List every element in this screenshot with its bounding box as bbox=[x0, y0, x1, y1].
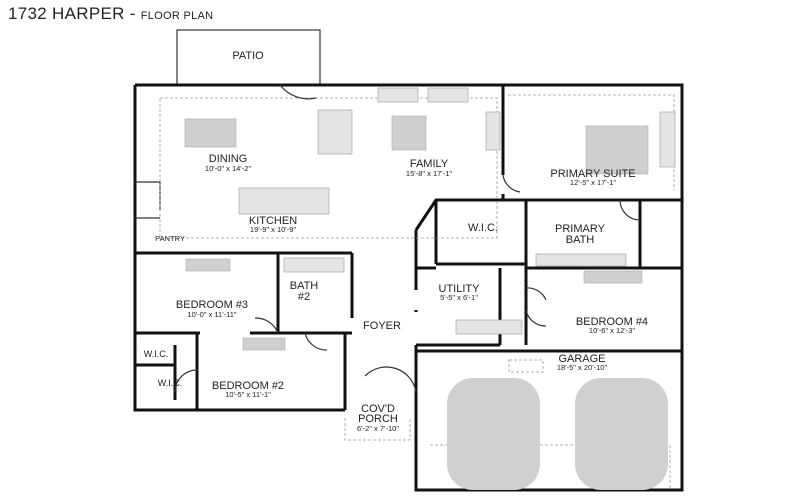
kitchen-label: KITCHEN bbox=[249, 215, 297, 227]
doors bbox=[174, 84, 641, 393]
bedroom3-dims: 10'-0" x 11'-11" bbox=[187, 310, 237, 319]
primary-bath-label: PRIMARY bbox=[555, 223, 606, 235]
porch-label: COV'D bbox=[361, 403, 395, 415]
room-labels: DINING 10'-0" x 14'-2" FAMILY 15'-8" x 1… bbox=[144, 153, 648, 433]
car-left bbox=[447, 378, 540, 490]
garage-cars bbox=[447, 378, 668, 490]
patio-area: PATIO bbox=[176, 29, 321, 86]
wic-a-label: W.I.C. bbox=[144, 349, 169, 359]
porch-label-2: PORCH bbox=[358, 413, 398, 425]
stairs-storage bbox=[455, 319, 523, 335]
dining-label: DINING bbox=[209, 153, 248, 165]
attic-access bbox=[508, 359, 544, 373]
primary-suite-label: PRIMARY SUITE bbox=[550, 168, 635, 180]
kitchen-dims: 19'-9" x 10'-9" bbox=[250, 225, 296, 234]
tv-console bbox=[485, 111, 501, 151]
bed4-headboard bbox=[583, 270, 643, 284]
car-right bbox=[575, 378, 668, 490]
bedroom3-label: BEDROOM #3 bbox=[176, 299, 248, 311]
tub bbox=[283, 257, 345, 273]
bed2-headboard bbox=[242, 337, 286, 351]
bedroom4-dims: 10'-6" x 12'-3" bbox=[589, 326, 635, 335]
bedroom4-label: BEDROOM #4 bbox=[576, 316, 648, 328]
dresser bbox=[659, 111, 676, 168]
bed-primary bbox=[585, 125, 649, 175]
foyer-label: FOYER bbox=[363, 320, 401, 332]
bath2-label: BATH bbox=[290, 280, 319, 292]
plan-title-main: 1732 HARPER - bbox=[8, 4, 136, 23]
garage-label: GARAGE bbox=[558, 353, 605, 365]
window-seat-2 bbox=[427, 87, 469, 103]
wic-primary-label: W.I.C. bbox=[468, 222, 498, 234]
utility-label: UTILITY bbox=[439, 283, 481, 295]
interior-walls bbox=[135, 85, 682, 410]
utility-dims: 5'-5" x 6'-1" bbox=[440, 293, 478, 302]
vanity bbox=[535, 253, 627, 267]
sofa bbox=[317, 109, 353, 155]
kitchen-island bbox=[238, 187, 330, 215]
pantry-label: PANTRY bbox=[155, 234, 185, 243]
garage-dims: 18'-5" x 20'-10" bbox=[557, 363, 608, 372]
wic-b-label: W.I.C. bbox=[158, 378, 183, 388]
exterior-walls bbox=[133, 83, 684, 492]
family-dims: 15'-8" x 17'-1" bbox=[406, 169, 452, 178]
primary-bath-label-2: BATH bbox=[566, 234, 595, 246]
furniture bbox=[184, 87, 676, 373]
bed3-headboard bbox=[185, 258, 231, 272]
window-seat-1 bbox=[377, 87, 419, 103]
dining-table bbox=[184, 118, 237, 148]
bedroom2-label: BEDROOM #2 bbox=[212, 380, 284, 392]
coffee-table bbox=[391, 115, 427, 151]
bath2-label-2: #2 bbox=[298, 291, 310, 303]
patio-label: PATIO bbox=[232, 50, 264, 62]
porch-dims: 6'-2" x 7'-10" bbox=[357, 424, 399, 433]
bedroom2-dims: 10'-5" x 11'-1" bbox=[225, 390, 271, 399]
family-label: FAMILY bbox=[410, 158, 449, 170]
dining-dims: 10'-0" x 14'-2" bbox=[205, 164, 251, 173]
primary-suite-dims: 12'-5" x 17'-1" bbox=[570, 178, 616, 187]
plan-title: 1732 HARPER - FLOOR PLAN bbox=[8, 4, 213, 24]
plan-title-sub: FLOOR PLAN bbox=[140, 10, 214, 22]
